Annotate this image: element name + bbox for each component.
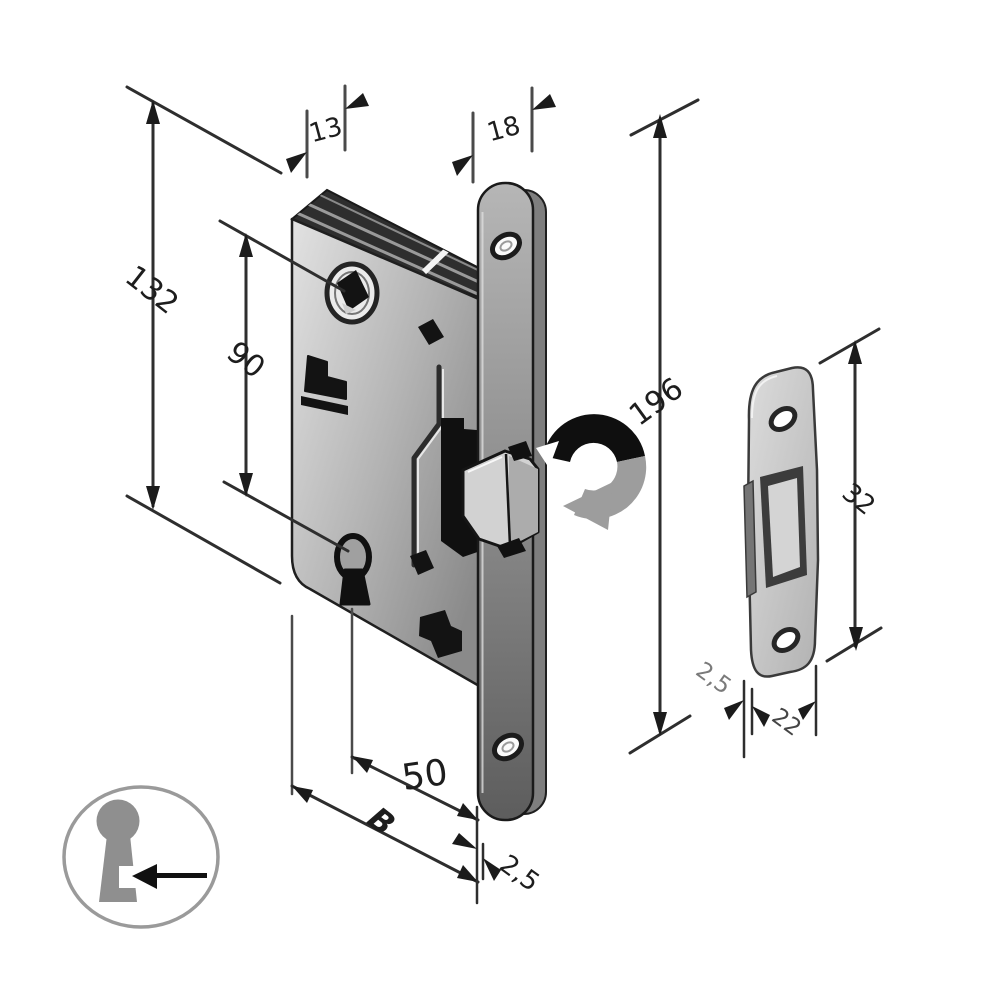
band-notch: [421, 245, 452, 275]
dim-50: 50: [350, 607, 480, 822]
dim-13-label: 13: [306, 112, 346, 150]
square-spindle-hole: [337, 270, 369, 311]
case-cutout-lower-rhombus: [410, 550, 434, 575]
dim-22-strike: 22: [767, 664, 818, 742]
dim-2-5-strike-label: 2,5: [691, 657, 736, 700]
strike-screw-hole-top: [768, 406, 798, 432]
lock-assembly-view: [290, 181, 647, 822]
strike-plate-edge-strip: [743, 479, 757, 599]
dim-132: 132: [118, 100, 185, 510]
dim-90: 90: [220, 233, 272, 497]
dim-32-strike-label: 32: [836, 478, 881, 522]
key-entry-arrow-icon: [132, 864, 207, 889]
keyhole-direction-icon: [62, 785, 220, 929]
leader-90-top: [218, 219, 346, 293]
dim-90-label: 90: [220, 335, 272, 386]
dim-196: 196: [623, 98, 700, 755]
dim-32-strike: 32: [818, 327, 883, 663]
dim-B-label: B: [361, 800, 402, 843]
dim-196-label: 196: [623, 371, 690, 433]
case-cutout-bottom: [419, 610, 462, 658]
strike-plate-latch-hole: [760, 466, 807, 588]
rotation-arrow-icon: [536, 414, 647, 530]
dim-50-label: 50: [399, 752, 450, 799]
dim-2-5-faceplate: 2,5: [452, 805, 545, 905]
dim-18-label: 18: [484, 111, 524, 149]
keyhole-cutout: [334, 533, 372, 606]
leader-132-top: [125, 85, 283, 175]
case-cutout-rhombus: [418, 319, 444, 345]
faceplate-screw-hole-top: [490, 231, 522, 261]
case-cutout-bar: [301, 396, 348, 415]
spindle-follower-hub: [324, 261, 380, 325]
strike-screw-hole-bottom: [771, 627, 801, 653]
strike-plate-view: [743, 366, 820, 678]
faceplate-screw-hole-bottom: [492, 732, 524, 762]
case-cutout-step: [304, 355, 347, 400]
dim-132-label: 132: [118, 259, 185, 322]
spring-groove: [411, 364, 444, 568]
leader-132-bottom: [125, 494, 282, 585]
dim-18: 18: [452, 86, 556, 184]
dim-2-5-faceplate-label: 2,5: [494, 849, 545, 898]
dim-13: 13: [286, 84, 369, 179]
latch-bolt: [461, 441, 540, 558]
